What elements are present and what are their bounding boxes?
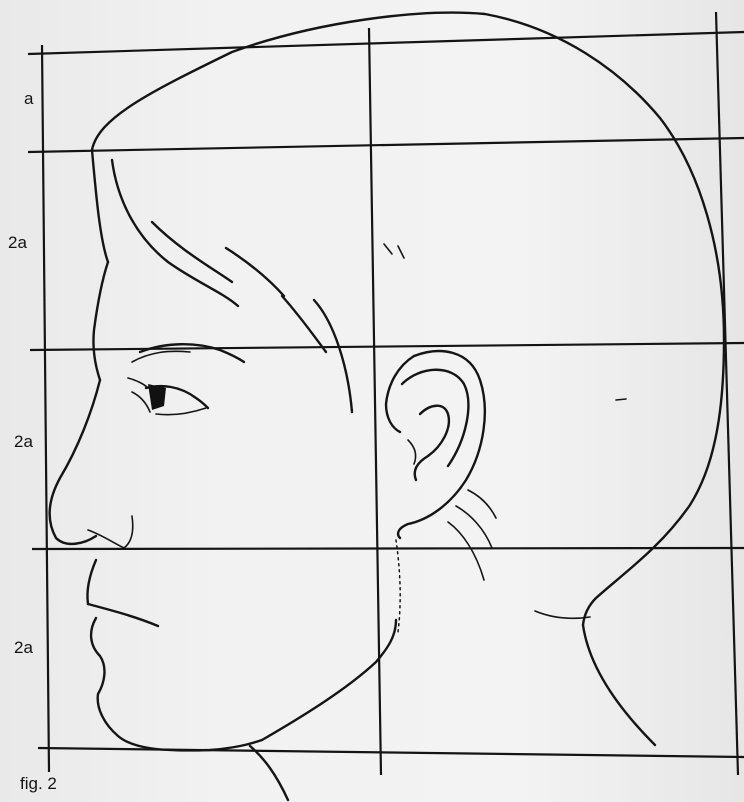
hair-strand-2 <box>152 222 232 282</box>
hair-strand-4 <box>282 296 326 352</box>
vertical-guide-front <box>42 45 49 772</box>
hair-strand-1 <box>112 160 238 306</box>
proportion-label-2a-eyes-nose: 2a <box>14 432 33 452</box>
horizontal-guide-nose <box>32 548 744 549</box>
neck-back-outline <box>583 625 655 745</box>
throat-line <box>250 746 288 800</box>
jaw-line <box>262 620 396 740</box>
horizontal-guide-brow <box>30 343 744 350</box>
proportion-label-a: a <box>24 89 33 109</box>
ear-rim-front <box>386 356 414 432</box>
neck-front-dotted <box>396 540 400 632</box>
vertical-guide-back <box>716 12 738 775</box>
eye-lid-lower <box>156 408 206 415</box>
sideburn-stroke <box>314 300 352 412</box>
horizontal-guide-hairline <box>28 138 744 152</box>
nostril-line <box>88 516 133 548</box>
ear-tragus <box>408 440 416 464</box>
hair-fringe-outer <box>92 150 108 262</box>
eye-corner-lines <box>128 378 150 412</box>
neck-muscle-line-3 <box>468 490 496 518</box>
proportion-label-2a-forehead: 2a <box>8 233 27 253</box>
horizontal-guide-crown <box>28 32 744 54</box>
skull-outline <box>92 13 724 625</box>
hair-mark-small <box>384 244 404 258</box>
lower-lip-chin-profile <box>91 618 262 750</box>
proportion-label-2a-mouth-chin: 2a <box>14 638 33 658</box>
neck-muscle-line-2 <box>456 506 492 548</box>
mouth-line <box>88 604 158 626</box>
neck-nape-line <box>535 611 590 618</box>
cheek-mark <box>616 399 626 400</box>
ear-concha <box>415 406 449 480</box>
upper-lip-profile <box>87 560 96 604</box>
figure-caption: fig. 2 <box>20 774 57 794</box>
hair-strand-3 <box>226 248 284 296</box>
eye-pupil <box>148 384 166 410</box>
horizontal-guide-chin <box>38 748 744 757</box>
neck-muscle-line-1 <box>448 522 484 580</box>
nose-profile <box>50 380 100 544</box>
forehead-profile <box>93 262 108 380</box>
